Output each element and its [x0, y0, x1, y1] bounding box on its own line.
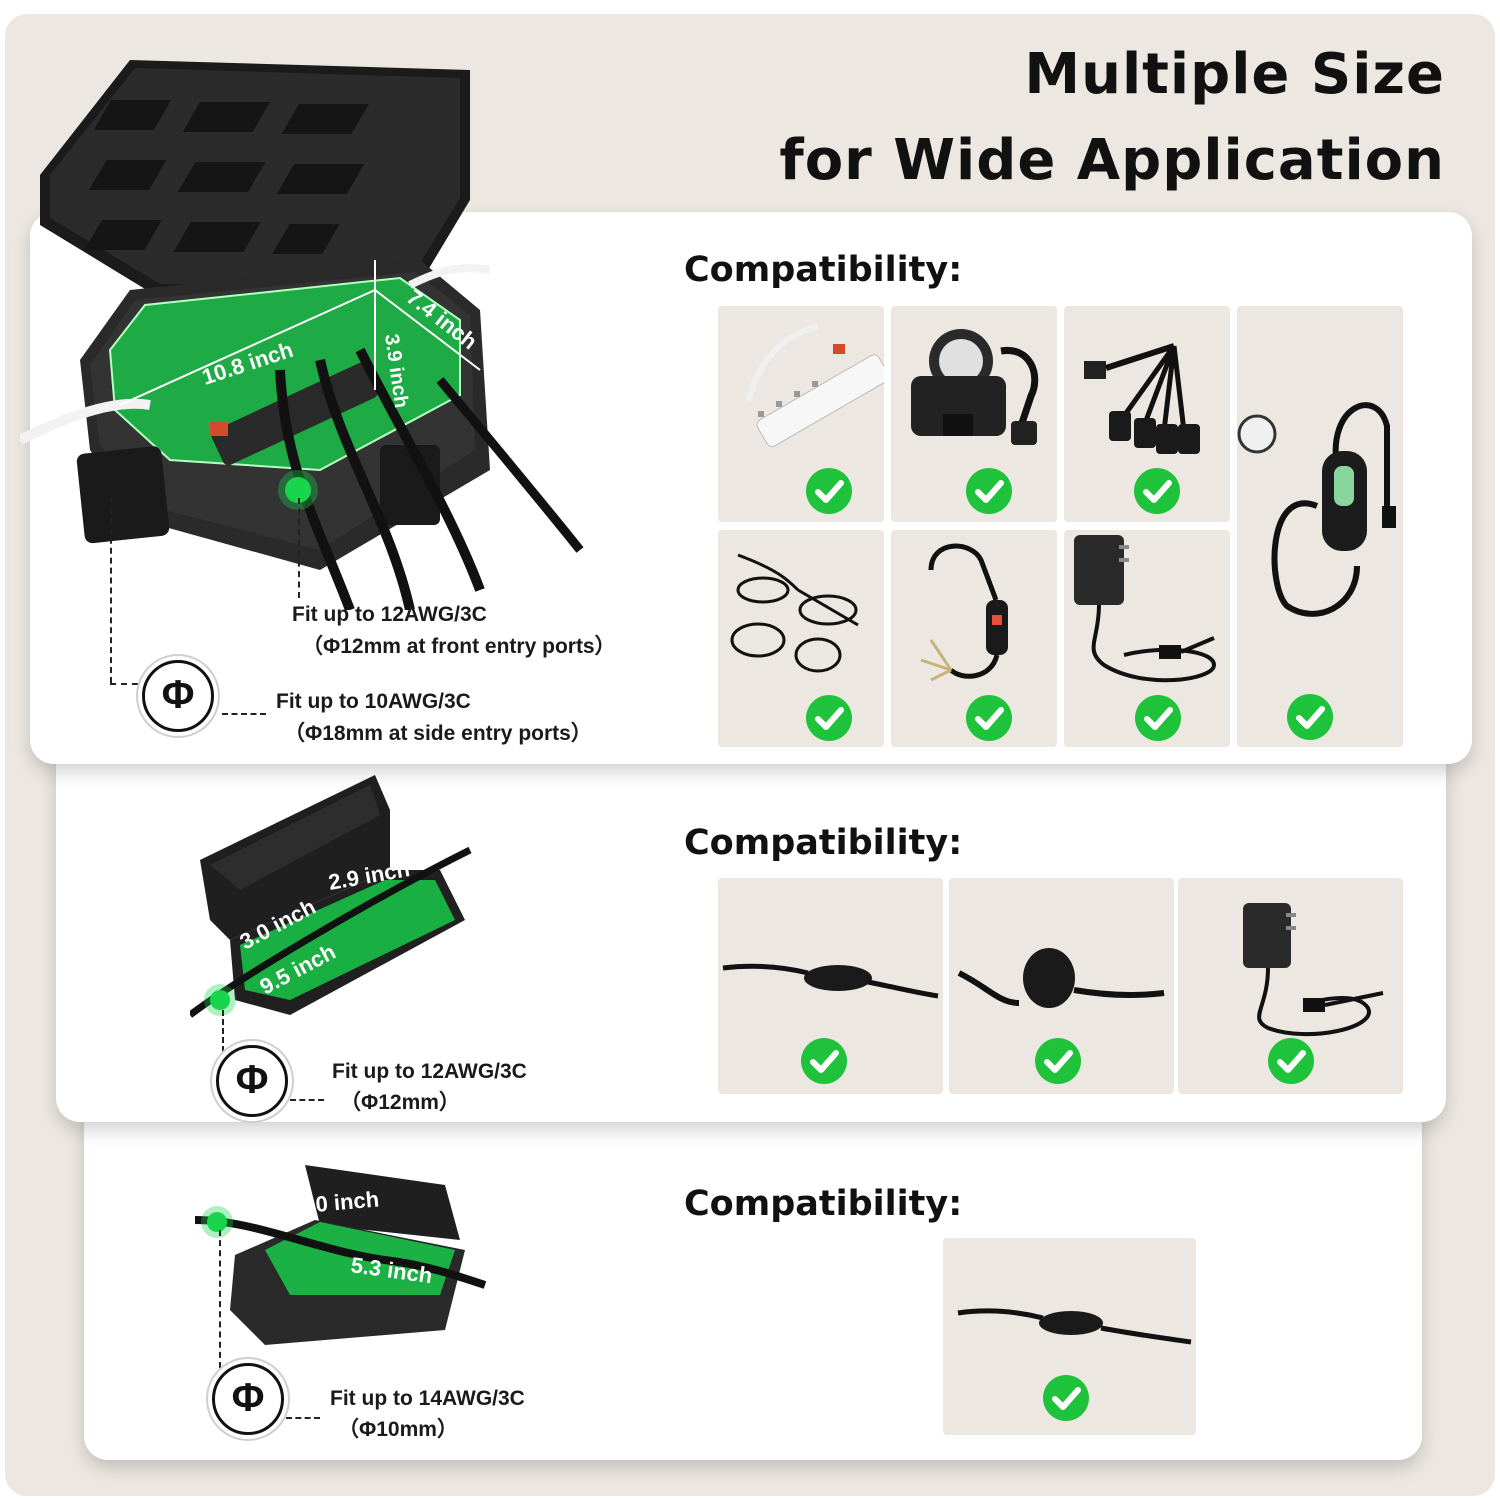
- product-tile-power-strip: [718, 306, 884, 522]
- spec-small-line-1: Fit up to 14AWG/3C: [330, 1387, 525, 1410]
- check-icon: [806, 468, 852, 514]
- power-strip-icon: [745, 323, 884, 447]
- product-tile-splitter-cord: [1064, 306, 1230, 522]
- check-icon: [1043, 1375, 1089, 1421]
- small-box-illustration: Φ2.0 inch 5.3 inch: [195, 1165, 487, 1345]
- check-icon: [801, 1038, 847, 1084]
- large-box-base: 10.8 inch 7.4 inch 3.9 inch: [20, 260, 584, 610]
- product-tile-ev-charger: [1237, 306, 1403, 747]
- ev-charger-icon: [1237, 402, 1396, 617]
- check-icon: [1268, 1038, 1314, 1084]
- angled-plug-icon: [957, 948, 1165, 1008]
- compatibility-title: Compatibility:: [684, 250, 963, 290]
- leader-line-phi-1: [222, 713, 266, 715]
- spec-side-line-2: （Φ18mm at side entry ports）: [284, 722, 592, 745]
- check-icon: [966, 468, 1012, 514]
- check-icon: [1035, 1038, 1081, 1084]
- diameter-icon: Φ: [206, 1357, 290, 1441]
- product-tile-outdoor-timer: [891, 306, 1057, 522]
- inline-cord-icon: [957, 1308, 1192, 1345]
- product-tile-angled-plug: [949, 878, 1174, 1094]
- check-icon: [966, 695, 1012, 741]
- product-tile-gfci-cord: [891, 530, 1057, 747]
- leader-line-medium: [222, 1010, 224, 1052]
- diameter-icon: Φ: [136, 654, 220, 738]
- leader-line-side-h: [110, 683, 138, 685]
- leader-line-small: [219, 1230, 221, 1368]
- leader-line-small-h: [286, 1417, 320, 1419]
- check-icon: [1134, 468, 1180, 514]
- large-box-lid: [40, 60, 470, 300]
- spec-small-line-2: （Φ10mm）: [338, 1418, 458, 1441]
- product-tile-extension-splitter: [718, 530, 884, 747]
- headline-line-1: Multiple Size: [1024, 42, 1445, 107]
- product-tile-power-adapter: [1178, 878, 1403, 1094]
- check-icon: [1135, 695, 1181, 741]
- power-adapter-icon: [1074, 535, 1217, 683]
- product-tile-power-adapter: [1064, 530, 1230, 747]
- inline-cord-icon: [722, 963, 939, 999]
- gfci-cord-icon: [920, 543, 1008, 682]
- medium-box-illustration: 2.9 inch 3.0 inch 9.5 inch: [190, 775, 472, 1018]
- leader-line-front: [298, 498, 300, 598]
- spec-front-line-1: Fit up to 12AWG/3C: [292, 603, 487, 626]
- check-icon: [806, 695, 852, 741]
- check-icon: [1287, 694, 1333, 740]
- power-adapter-icon: [1243, 903, 1384, 1037]
- spec-medium-line-1: Fit up to 12AWG/3C: [332, 1060, 527, 1083]
- extension-splitter-icon: [730, 553, 859, 673]
- headline-line-2: for Wide Application: [779, 128, 1445, 193]
- splitter-icon: [1084, 343, 1200, 454]
- large-box-illustration: 10.8 inch 7.4 inch 3.9 inch: [20, 60, 584, 610]
- spec-side-line-1: Fit up to 10AWG/3C: [276, 690, 471, 713]
- spec-front-line-2: （Φ12mm at front entry ports）: [302, 635, 616, 658]
- leader-line-medium-h: [290, 1099, 324, 1101]
- product-tile-inline-cord: [943, 1238, 1196, 1435]
- diameter-icon: Φ: [210, 1039, 294, 1123]
- compatibility-title: Compatibility:: [684, 823, 963, 863]
- timer-icon: [911, 329, 1039, 445]
- leader-line-side: [110, 498, 112, 683]
- spec-medium-line-2: （Φ12mm）: [340, 1091, 460, 1114]
- product-tile-inline-cord: [718, 878, 943, 1094]
- compatibility-title: Compatibility:: [684, 1184, 963, 1224]
